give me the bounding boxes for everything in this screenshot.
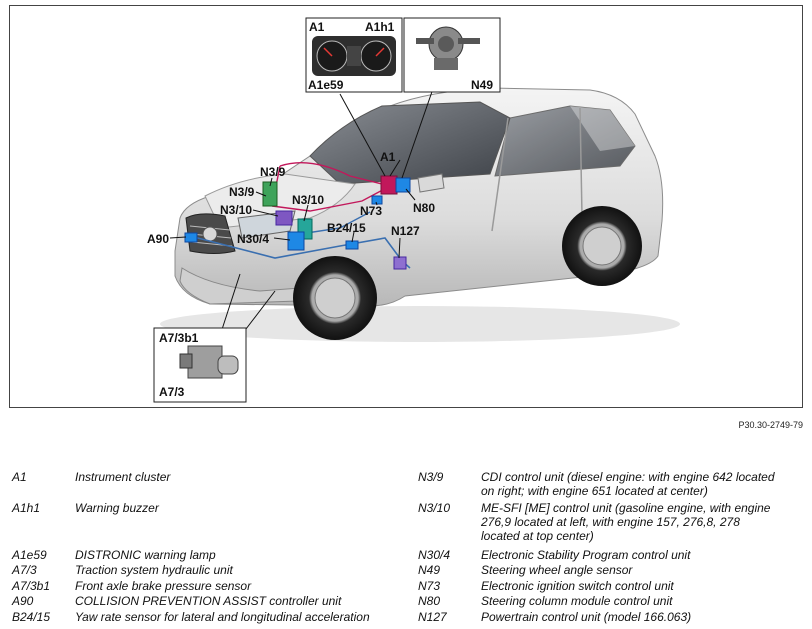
legend-code: N3/9 [418,470,444,484]
callout-n73: N73 [360,204,383,218]
component-b24-15 [345,240,359,250]
legend-description: Traction system hydraulic unit [75,563,233,577]
legend-code: N30/4 [418,547,451,562]
inset-label-a1e59: A1e59 [308,78,344,92]
vehicle-diagram: A1 N3/9 N3/9 N3/10 N3/10 N30/4 A90 B24/1… [9,5,803,408]
legend-description: Warning buzzer [75,501,159,515]
inset-label-a1h1: A1h1 [365,20,395,34]
legend-code: N127 [418,609,447,624]
component-n3-9 [262,181,278,207]
inset-label-n49: N49 [471,78,494,92]
legend-description: Steering column module control unit [481,594,673,608]
legend-code: A1 [12,470,27,484]
callout-n3-9-secondary: N3/9 [229,185,255,199]
legend-description: located at top center) [481,529,594,543]
callout-n3-10-right: N3/10 [292,193,325,207]
inset-label-a7-3: A7/3 [159,385,185,399]
inset-label-a7-3b1: A7/3b1 [159,331,199,345]
legend-code: N73 [418,578,441,593]
legend-description: COLLISION PREVENTION ASSIST controller u… [75,594,342,608]
callout-a1: A1 [380,150,396,164]
legend-code: A1h1 [12,501,41,515]
callout-n3-9: N3/9 [260,165,286,179]
legend-description: Instrument cluster [75,470,171,484]
legend-code: N3/10 [418,501,451,515]
figure-reference: P30.30-2749-79 [738,420,803,430]
legend-description: CDI control unit (diesel engine: with en… [481,470,775,484]
legend-description: DISTRONIC warning lamp [75,547,216,562]
component-n30-4 [287,231,305,251]
inset-label-a1: A1 [309,20,325,34]
callout-n127: N127 [391,224,420,238]
legend-code: A1e59 [12,547,47,562]
callout-a90: A90 [147,232,170,246]
legend-description: Electronic Stability Program control uni… [481,547,691,562]
callout-n3-10-left: N3/10 [220,203,253,217]
instrument-cluster-inset [305,17,403,93]
vehicle-illustration [153,17,680,403]
legend-code: A7/3 [12,563,37,577]
legend-code: N80 [418,594,441,608]
legend-description: on right; with engine 651 located at cen… [481,484,708,498]
legend-description: Steering wheel angle sensor [481,563,633,577]
component-n127 [393,256,407,270]
steering-column-inset [403,17,501,93]
component-n3-10-left [275,210,293,226]
legend-code: A7/3b1 [12,578,51,593]
legend-description: ME-SFI [ME] control unit (gasoline engin… [481,501,771,515]
brake-sensor-inset [153,327,247,403]
callout-b24-15: B24/15 [327,221,366,235]
callout-n80: N80 [413,201,436,215]
legend-code: N49 [418,563,441,577]
component-a1 [380,175,398,195]
legend-description: Powertrain control unit (model 166.063) [481,609,692,624]
legend-code: B24/15 [12,609,51,624]
callout-n30-4: N30/4 [237,232,270,246]
leader-lines [169,82,436,352]
legend-description: Yaw rate sensor for lateral and longitud… [75,609,370,624]
legend-description: Front axle brake pressure sensor [75,578,252,593]
legend-description: Electronic ignition switch control unit [481,578,674,593]
component-a90 [184,232,198,243]
component-n73 [371,195,383,205]
legend-description: 276,9 located at left, with engine 157, … [481,515,740,529]
component-n80 [395,177,411,193]
legend-code: A90 [12,594,34,608]
